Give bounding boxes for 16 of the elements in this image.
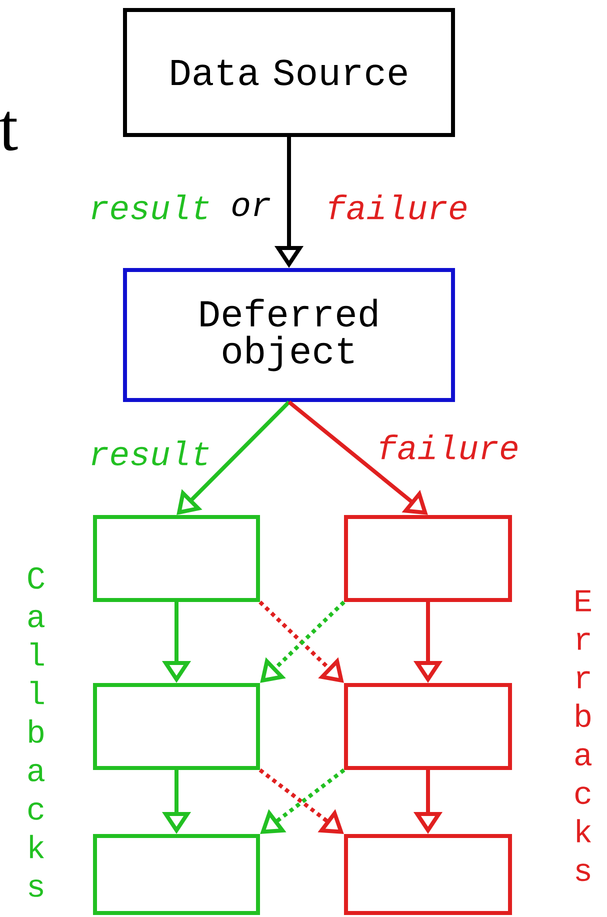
callback-box: [93, 834, 260, 915]
flow-label: or: [228, 196, 274, 218]
callback-box: [93, 515, 260, 602]
column-label: Errbacks: [575, 590, 592, 882]
callback-box: [93, 683, 260, 770]
flow-label: failure: [324, 192, 470, 222]
errback-box: [344, 683, 512, 770]
flow-label: result: [86, 192, 214, 222]
errback-box: [344, 834, 512, 915]
edge-label: result: [86, 438, 214, 468]
errback-box: [344, 515, 512, 602]
column-label: Callbacks: [28, 567, 45, 897]
source-box: Data Source: [123, 8, 455, 137]
deferred-box: Deferred object: [123, 268, 455, 402]
text-fragment: t: [0, 112, 18, 151]
edge-label: failure: [374, 432, 522, 462]
